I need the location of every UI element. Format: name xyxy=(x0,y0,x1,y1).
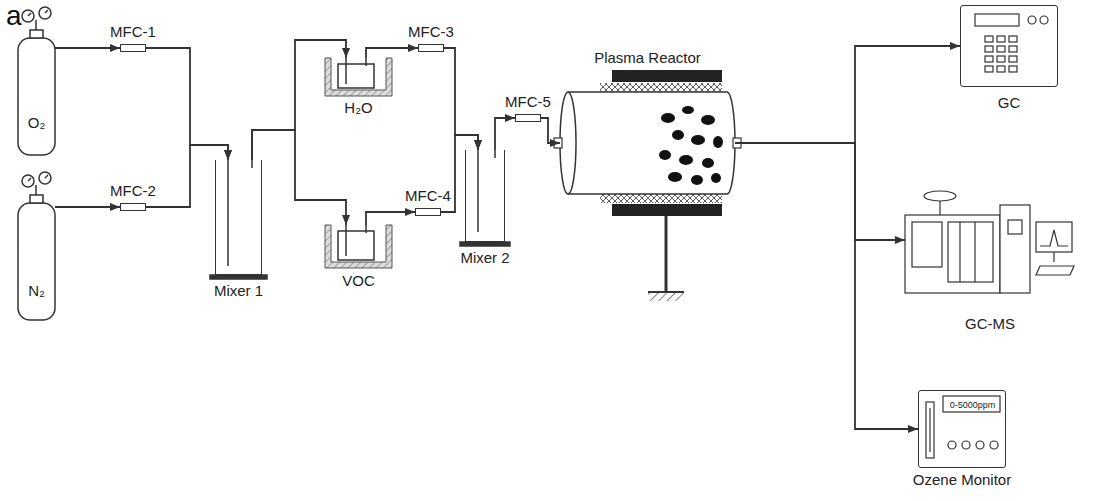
node-label: Mixer 1 xyxy=(214,282,263,299)
gcms-instrument: GC-MS xyxy=(905,185,1075,295)
node-label: N₂ xyxy=(28,281,45,298)
ozone-monitor xyxy=(926,396,1000,458)
node-label: O₂ xyxy=(28,114,46,131)
panel-letter: a xyxy=(6,0,22,32)
node-label: H₂O xyxy=(344,99,372,116)
node-label: MFC-5 xyxy=(505,93,551,110)
gcms-instrument xyxy=(905,191,1074,293)
node-label: MFC-4 xyxy=(405,187,451,204)
node-label: MFC-3 xyxy=(408,23,454,40)
keypad-key xyxy=(985,46,993,52)
node-label: MFC-1 xyxy=(110,23,156,40)
mixer-tubes xyxy=(210,150,510,279)
gas-line xyxy=(541,118,560,143)
node-label: Ozene Monitor xyxy=(913,471,1011,488)
gc-instrument xyxy=(975,14,1048,72)
gas-line xyxy=(735,46,960,143)
mixer: Mixer 2 xyxy=(465,150,505,242)
gas-line xyxy=(146,48,228,160)
keypad-key xyxy=(985,56,993,62)
gas-cylinders xyxy=(18,7,55,320)
mass-flow-controller: MFC-3 xyxy=(418,44,444,52)
keypad-key xyxy=(1009,66,1017,72)
node-label: VOC xyxy=(342,272,375,289)
mass-flow-controller: MFC-4 xyxy=(415,208,441,216)
ozone-monitor: 0-5000ppmOzene Monitor xyxy=(918,390,1006,468)
keypad-key xyxy=(1009,46,1017,52)
mass-flow-controller: MFC-1 xyxy=(120,44,146,52)
node-label: GC-MS xyxy=(965,315,1015,332)
gas-line xyxy=(55,206,120,208)
water-baths xyxy=(325,58,392,268)
gas-line xyxy=(495,118,515,150)
gas-line xyxy=(252,130,346,225)
keypad-key xyxy=(1009,36,1017,42)
gas-line xyxy=(366,48,418,58)
gas-line xyxy=(366,212,415,225)
gas-line xyxy=(55,47,120,49)
keypad-key xyxy=(985,66,993,72)
node-label: MFC-2 xyxy=(110,182,156,199)
keypad-key xyxy=(997,56,1005,62)
keypad-key xyxy=(997,46,1005,52)
keypad-key xyxy=(997,36,1005,42)
node-label: GC xyxy=(998,94,1021,111)
keypad-key xyxy=(1009,56,1017,62)
voc-bath: VOC xyxy=(325,225,392,268)
mass-flow-controller: MFC-5 xyxy=(515,114,541,122)
keypad-key xyxy=(997,66,1005,72)
plasma-reactor: Plasma Reactor xyxy=(560,92,735,194)
mass-flow-controller: MFC-2 xyxy=(120,203,146,211)
keypad-key xyxy=(985,36,993,42)
bottles xyxy=(338,58,374,260)
gc-instrument: GC xyxy=(960,5,1058,87)
gas-line xyxy=(735,143,918,429)
gas-line xyxy=(735,143,905,240)
node-label: Plasma Reactor xyxy=(594,49,701,66)
mixer: Mixer 1 xyxy=(215,160,262,275)
water-bath: H₂O xyxy=(325,58,392,96)
node-label: Mixer 2 xyxy=(460,249,509,266)
gas-cylinder: N₂ xyxy=(18,175,55,320)
plasma-reactor xyxy=(554,70,741,301)
display-reading: 0-5000ppm xyxy=(944,397,1001,413)
gas-cylinder: O₂ xyxy=(18,5,55,155)
gas-line xyxy=(252,40,346,160)
